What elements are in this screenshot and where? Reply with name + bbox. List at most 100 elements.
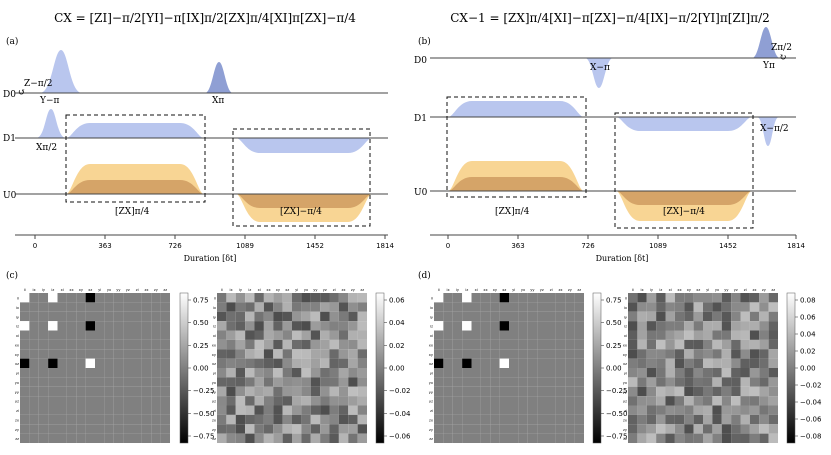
heatmap-cell bbox=[57, 396, 67, 406]
heatmap-cell bbox=[480, 377, 491, 387]
heatmap-cell bbox=[452, 358, 463, 369]
heatmap-row-label: zx bbox=[429, 418, 434, 422]
heatmap-cell bbox=[646, 377, 657, 387]
heatmap-cell bbox=[245, 433, 255, 444]
heatmap-col-label: xz bbox=[696, 288, 700, 292]
heatmap-cell bbox=[226, 302, 236, 312]
heatmap-cell bbox=[141, 396, 152, 406]
heatmap-cell bbox=[132, 368, 142, 378]
heatmap-cell bbox=[768, 368, 779, 378]
heatmap-cell bbox=[217, 349, 227, 359]
heatmap-cell bbox=[656, 414, 666, 425]
heatmap-col-label: zy bbox=[351, 288, 356, 292]
heatmap-cell bbox=[151, 321, 161, 331]
heatmap-cell bbox=[574, 358, 585, 369]
heatmap-col-label: zx bbox=[559, 288, 564, 292]
heatmap-cell bbox=[38, 396, 49, 406]
heatmap-row-label: xy bbox=[623, 353, 628, 357]
heatmap-cell bbox=[637, 433, 647, 444]
heatmap-cell bbox=[292, 330, 302, 340]
heatmap-cell bbox=[310, 349, 321, 359]
heatmap-cell bbox=[95, 330, 105, 340]
heatmap-cell bbox=[471, 433, 481, 444]
heatmap-cell bbox=[555, 311, 566, 322]
heatmap-cell bbox=[292, 349, 302, 359]
heatmap-cell bbox=[76, 339, 86, 350]
heatmap-cell bbox=[273, 405, 283, 415]
heatmap-cell bbox=[104, 339, 114, 350]
heatmap-cell bbox=[95, 433, 105, 444]
heatmap-cell bbox=[749, 414, 760, 425]
heatmap-cell bbox=[721, 396, 732, 406]
heatmap-cell bbox=[357, 358, 368, 369]
heatmap-cell bbox=[329, 349, 339, 359]
heatmap-cell bbox=[509, 368, 519, 378]
heatmap-cell bbox=[637, 311, 647, 322]
heatmap-row-label: ix bbox=[16, 306, 20, 310]
heatmap-col-label: yi bbox=[295, 288, 298, 292]
heatmap-cell bbox=[338, 358, 349, 369]
xaxis-ticks-b bbox=[447, 235, 797, 239]
heatmap-cell bbox=[273, 330, 283, 340]
lane-label-u0-b: U0 bbox=[414, 188, 428, 198]
heatmap-cell bbox=[684, 330, 694, 340]
heatmap-cell bbox=[338, 386, 349, 397]
lane-label-d1: D1 bbox=[3, 134, 16, 144]
heatmap-cell bbox=[721, 424, 732, 434]
heatmap-cell bbox=[509, 405, 519, 415]
heatmap-cell bbox=[490, 302, 500, 312]
heatmap-cell bbox=[245, 302, 255, 312]
heatmap-cell bbox=[123, 358, 133, 369]
heatmap-cell bbox=[66, 349, 77, 359]
heatmap-cell bbox=[740, 321, 750, 331]
heatmap-cell bbox=[499, 330, 510, 340]
heatmap-row-label: yi bbox=[213, 372, 216, 376]
heatmap-row-label: yi bbox=[16, 372, 19, 376]
heatmap-row-label: zy bbox=[15, 428, 20, 432]
heatmap-cell bbox=[160, 358, 171, 369]
heatmap-row-label: zy bbox=[623, 428, 628, 432]
heatmap-cell bbox=[132, 386, 142, 397]
heatmap-cell bbox=[509, 377, 519, 387]
colorbar-tick-label: 0.02 bbox=[389, 342, 405, 350]
heatmap-cell bbox=[76, 396, 86, 406]
heatmap-cell bbox=[712, 396, 722, 406]
heatmap-cell bbox=[282, 424, 293, 434]
colorbar-d-right-ticks: 0.080.060.040.020.00−0.02−0.04−0.06−0.08 bbox=[795, 297, 822, 441]
heatmap-cell bbox=[518, 302, 528, 312]
heatmap-cell bbox=[462, 414, 472, 425]
heatmap-cell bbox=[29, 302, 39, 312]
heatmap-cell bbox=[348, 368, 358, 378]
heatmap-cell bbox=[740, 293, 750, 303]
heatmap-cell bbox=[263, 433, 274, 444]
heatmap-cell bbox=[273, 368, 283, 378]
heatmap-cell bbox=[703, 433, 713, 444]
heatmap-cell bbox=[320, 358, 330, 369]
lane-label-d0-b: D0 bbox=[414, 56, 427, 66]
heatmap-cell bbox=[310, 433, 321, 444]
colorbar-tick-label: −0.08 bbox=[800, 433, 821, 441]
heatmap-cell bbox=[245, 377, 255, 387]
colorbar-d-right bbox=[786, 292, 796, 444]
heatmap-cell bbox=[301, 311, 311, 322]
heatmap-cell bbox=[235, 433, 246, 444]
heatmap-cell bbox=[254, 293, 264, 303]
heatmap-cell bbox=[684, 396, 694, 406]
heatmap-cell bbox=[273, 293, 283, 303]
heatmap-cell bbox=[95, 396, 105, 406]
heatmap-cell bbox=[443, 377, 453, 387]
heatmap-cell bbox=[509, 433, 519, 444]
heatmap-cell bbox=[348, 302, 358, 312]
heatmap-col-label: xx bbox=[69, 288, 74, 292]
heatmap-cell bbox=[518, 377, 528, 387]
heatmap-cell bbox=[235, 377, 246, 387]
heatmap-cell bbox=[151, 386, 161, 397]
heatmap-row-label: yy bbox=[212, 390, 217, 394]
heatmap-cell bbox=[20, 293, 30, 303]
pulse-x-pi2-a bbox=[36, 109, 66, 138]
heatmap-cell bbox=[310, 311, 321, 322]
heatmap-cell bbox=[310, 396, 321, 406]
heatmap-cell bbox=[292, 339, 302, 350]
heatmap-cell bbox=[20, 330, 30, 340]
heatmap-cell bbox=[749, 339, 760, 350]
